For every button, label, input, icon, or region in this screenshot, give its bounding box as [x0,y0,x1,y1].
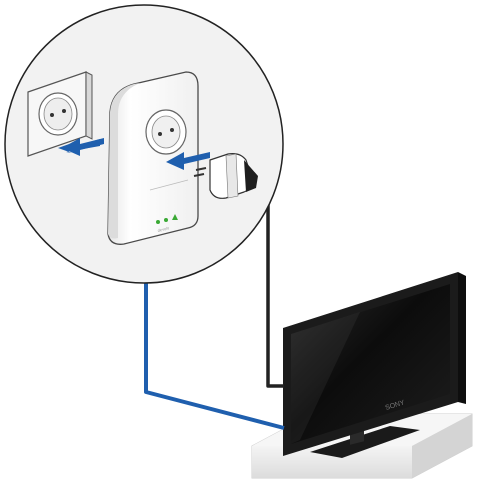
tv-icon: SONY [283,272,466,456]
adapter-brand-label: devolo [157,225,170,233]
status-led-icon [172,214,178,220]
arrow-left-icon [62,138,104,156]
wall-socket-icon [27,71,93,157]
arrow-left-icon [166,152,210,170]
status-led-icon [164,218,168,222]
powerline-adapter-icon: devolo [107,71,199,245]
power-plug-icon [193,153,258,199]
network-cable [144,240,285,430]
status-led-icon [156,220,160,224]
